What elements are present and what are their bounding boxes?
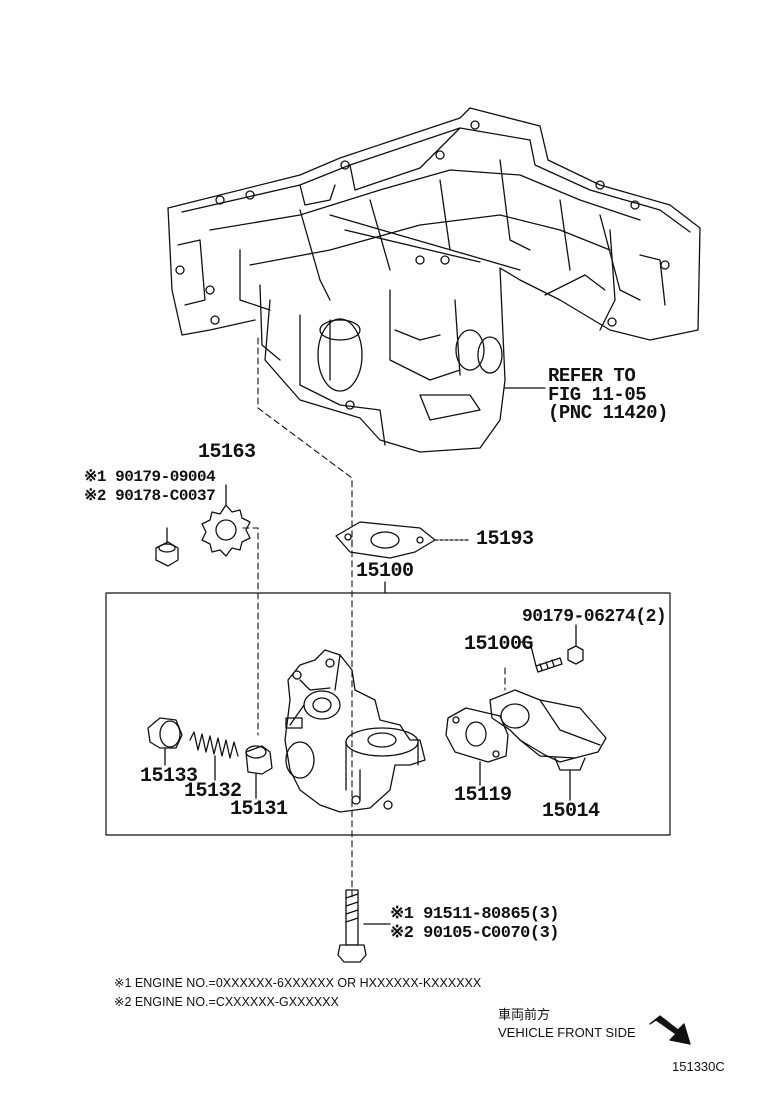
label-nut-alt1: ※1 90179-09004 bbox=[84, 468, 216, 486]
bolt-91511 bbox=[337, 889, 391, 963]
assembly-guide-lines bbox=[242, 337, 506, 901]
label-nut-alt2: ※2 90178-C0037 bbox=[84, 487, 216, 505]
nut-90179 bbox=[155, 527, 179, 567]
label-15132: 15132 bbox=[184, 780, 242, 803]
label-15133: 15133 bbox=[140, 765, 198, 788]
nut-90179-06274 bbox=[567, 624, 584, 665]
figure-code: 151330C bbox=[672, 1059, 725, 1074]
label-15100: 15100 bbox=[356, 560, 414, 583]
label-15014: 15014 bbox=[542, 800, 600, 823]
oil-pump-body bbox=[284, 649, 426, 813]
footnote-1: ※1 ENGINE NO.=0XXXXXX-6XXXXXX OR HXXXXXX… bbox=[114, 976, 482, 990]
refer-line-3: (PNC 11420) bbox=[548, 402, 668, 424]
label-bolt-alt1: ※1 91511-80865(3) bbox=[390, 905, 559, 924]
refer-line-2: FIG 11-05 bbox=[548, 384, 647, 406]
spring-15132 bbox=[189, 731, 239, 781]
oil-pan-assembly bbox=[167, 107, 701, 453]
vehicle-front-japanese: 車両前方 bbox=[498, 1007, 551, 1022]
label-15193: 15193 bbox=[476, 528, 534, 551]
oil-pump-assembly-box bbox=[105, 581, 671, 836]
sprocket-15163 bbox=[201, 484, 251, 557]
gasket-15119 bbox=[445, 707, 509, 786]
plug-15133 bbox=[147, 717, 183, 766]
label-15163: 15163 bbox=[198, 441, 256, 464]
strainer-15014 bbox=[489, 689, 607, 801]
refer-line-1: REFER TO bbox=[548, 365, 636, 387]
valve-15131 bbox=[245, 745, 273, 799]
label-90179-06274: 90179-06274(2) bbox=[522, 607, 667, 627]
vehicle-front-arrow-icon bbox=[649, 1015, 691, 1045]
footnote-2: ※2 ENGINE NO.=CXXXXXX-GXXXXXX bbox=[114, 995, 339, 1009]
label-15131: 15131 bbox=[230, 798, 288, 821]
label-15119: 15119 bbox=[454, 784, 512, 807]
gasket-15193 bbox=[335, 521, 471, 559]
vehicle-front-english: VEHICLE FRONT SIDE bbox=[498, 1025, 636, 1040]
stud-15100G bbox=[519, 641, 563, 673]
label-bolt-alt2: ※2 90105-C0070(3) bbox=[390, 924, 559, 943]
label-15100G: 15100G bbox=[464, 633, 534, 656]
